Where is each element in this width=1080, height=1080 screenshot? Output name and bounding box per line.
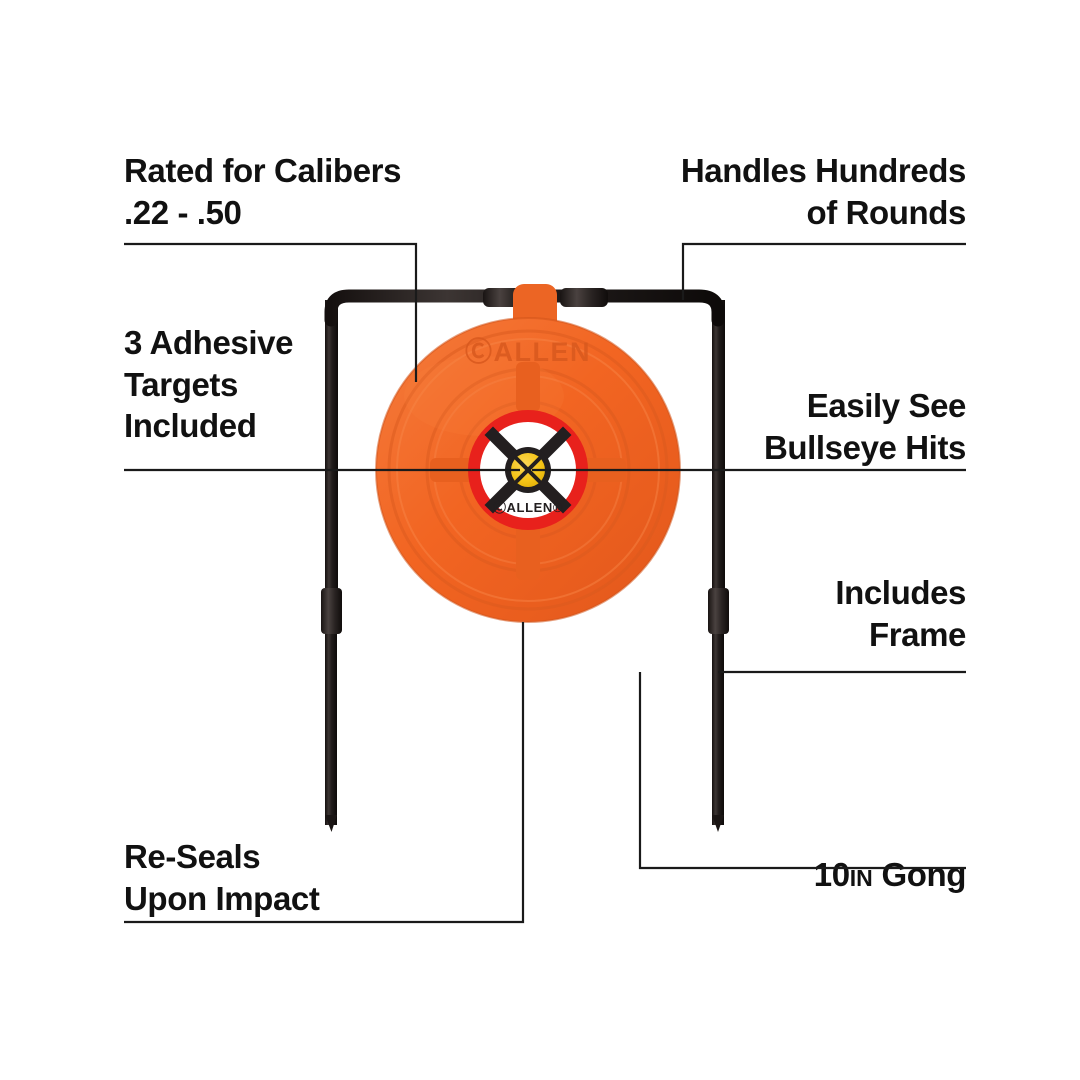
callout-rated-for-calibers: Rated for Calibers .22 - .50 — [124, 152, 402, 231]
leader-re-seals-upon-impact — [124, 622, 525, 924]
leader-handles-hundreds — [681, 242, 966, 300]
gong-size-suffix: Gong — [872, 855, 966, 893]
leader-gong-size — [638, 672, 966, 870]
bullseye-target: ⒸALLEN® — [468, 410, 588, 530]
callout-handles-hundreds: Handles Hundreds of Rounds — [680, 152, 967, 231]
frame-right-leg — [708, 300, 729, 832]
gong-size-unit: IN — [849, 864, 873, 891]
callout-gong-size: 10IN Gong — [636, 812, 967, 895]
callout-adhesive-targets: 3 Adhesive Targets Included — [124, 324, 294, 445]
callout-re-seals-upon-impact: Re-Seals Upon Impact — [124, 838, 320, 917]
callout-easily-see-bullseye: Easily See Bullseye Hits — [763, 387, 966, 466]
frame-left-leg — [321, 300, 342, 832]
bullseye-center-x — [515, 457, 541, 483]
bullseye-brand-label: ⒸALLEN® — [493, 500, 563, 515]
callout-includes-frame: Includes Frame — [835, 574, 966, 653]
gong-size-value: 10 — [813, 855, 850, 893]
gong-brand-emboss: ⒸALLEN — [465, 336, 591, 367]
leader-rated-for-calibers — [124, 242, 418, 382]
